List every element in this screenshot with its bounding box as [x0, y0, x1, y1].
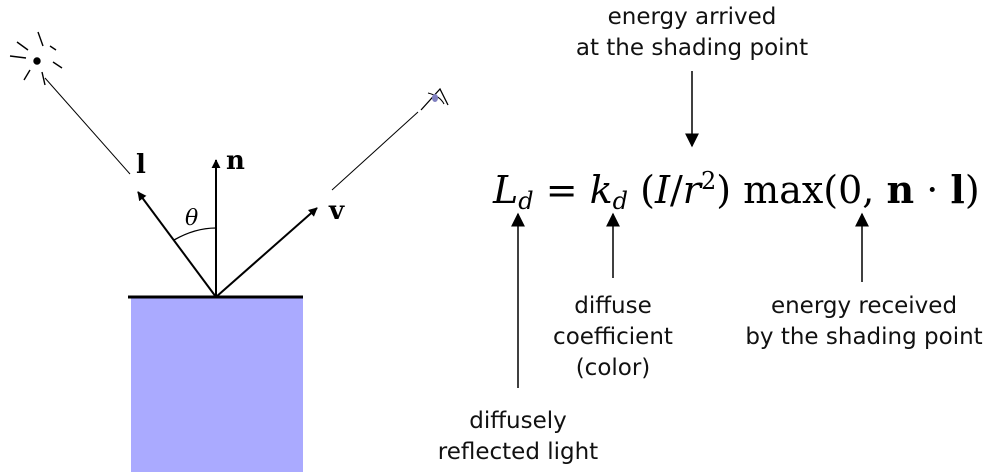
eq-max-text: max(0,	[743, 168, 875, 212]
eq-coef-subscript: d	[612, 187, 629, 215]
angle-arc	[173, 227, 217, 241]
eq-max-close: )	[964, 168, 980, 212]
eq-intensity-close: )	[716, 168, 732, 212]
eq-intensity-divider: /	[669, 168, 683, 212]
energy-arrived-line1: energy arrived	[607, 4, 777, 30]
eye-icon	[420, 87, 449, 111]
eq-intensity-open: (	[640, 168, 655, 212]
diffuse-coef-line1: diffuse	[574, 293, 652, 319]
light-source-icon	[9, 31, 63, 86]
angle-label: θ	[185, 206, 199, 231]
eq-normal-symbol: n	[886, 167, 915, 212]
light-vector-arrow	[137, 191, 217, 298]
diffusely-line1: diffusely	[469, 408, 567, 434]
diffuse-coef-line2: coefficient	[553, 324, 673, 350]
eq-lhs-subscript: d	[518, 187, 534, 215]
energy-received-line2: by the shading point	[745, 324, 983, 350]
eq-coef-symbol: k	[589, 168, 613, 212]
view-vector-arrow	[215, 207, 318, 298]
diffusely-line2: reflected light	[437, 439, 599, 465]
view-ray-line	[331, 111, 419, 191]
light-ray-line	[44, 77, 131, 175]
diffusely-annotation: diffusely reflected light	[418, 406, 618, 468]
surface-block	[131, 297, 303, 472]
eq-intensity-symbol: I	[654, 168, 670, 212]
diffuse-coef-annotation: diffuse coefficient (color)	[533, 291, 693, 384]
diffuse-coef-line3: (color)	[575, 355, 651, 381]
eq-equals: =	[545, 168, 578, 212]
eq-lhs-symbol: L	[493, 168, 519, 212]
light-vector-label: l	[136, 150, 146, 180]
eq-radius-power: 2	[700, 167, 717, 195]
energy-arrived-annotation: energy arrived at the shading point	[542, 2, 842, 64]
diffuse-equation: Ld = kd (I/r2) max(0, n · l)	[493, 156, 980, 215]
eq-light-symbol: l	[950, 167, 965, 212]
eq-radius-symbol: r	[682, 168, 701, 212]
energy-received-annotation: energy received by the shading point	[724, 291, 1004, 353]
energy-arrived-line2: at the shading point	[575, 35, 809, 61]
normal-vector-label: n	[226, 146, 245, 176]
eq-dot: ·	[926, 168, 939, 212]
view-vector-label: v	[329, 196, 345, 226]
energy-received-line1: energy received	[770, 293, 958, 319]
